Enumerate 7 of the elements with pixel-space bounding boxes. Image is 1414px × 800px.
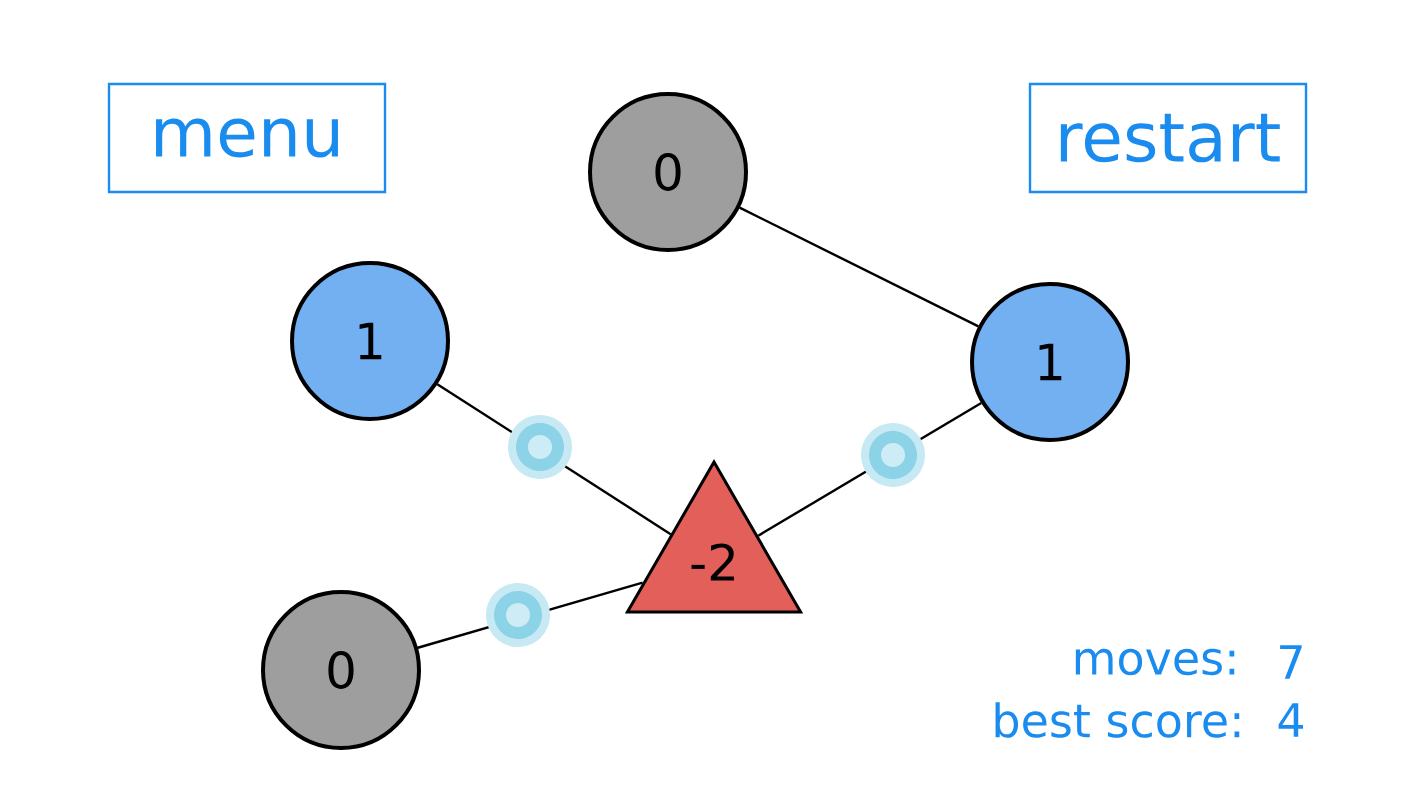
score-value: 4 [1278,703,1304,737]
connector-line [739,206,979,328]
restart-button: restart [1028,82,1308,194]
menu-button: menu [107,82,387,194]
score-value: 7 [1280,645,1302,679]
score-label: best score: [995,702,1240,738]
score-label: moves: [1075,648,1235,676]
